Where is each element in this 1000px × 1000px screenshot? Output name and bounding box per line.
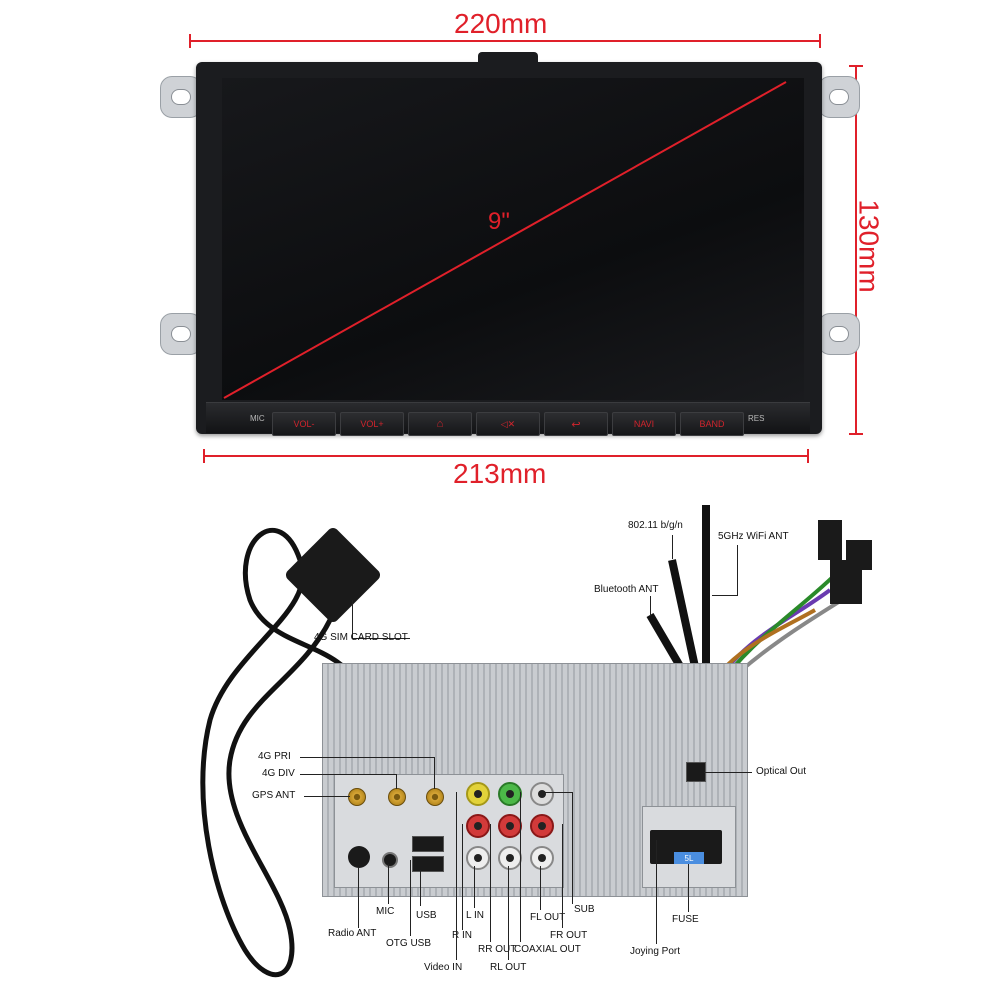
wifi24-pointer [672,535,673,559]
mic-label-rear: MIC [376,906,395,917]
height-tick-bottom [849,433,863,435]
sim-pointer [352,600,353,638]
navi-button[interactable]: NAVI [612,412,676,436]
display-screen[interactable] [222,78,804,400]
pri-pointer-h [300,757,434,758]
optical-pointer [704,772,752,773]
vol-down-button[interactable]: VOL- [272,412,336,436]
video-in-jack[interactable] [466,782,490,806]
height-line [855,66,857,434]
sub-pointer-h [540,792,572,793]
optical-out-port[interactable] [686,762,706,782]
coaxial-out-jack[interactable] [498,782,522,806]
mount-ear-top-left [160,76,202,118]
l-in-jack[interactable] [466,846,490,870]
sub-pointer-v [572,792,573,904]
mic-port[interactable] [382,852,398,868]
mic-label: MIC [250,414,265,423]
width-bottom-label: 213mm [453,458,547,489]
gps-pointer [304,796,350,797]
4g-pri-label: 4G PRI [258,751,291,762]
fuse-pointer [688,864,689,912]
rr-out-label: RR OUT [478,944,517,955]
rl-out-pointer [508,866,509,960]
usb-port[interactable] [412,836,444,852]
joying-pointer [656,840,657,944]
rl-out-label: RL OUT [490,962,527,973]
rr-out-pointer [490,824,491,942]
otg-pointer [410,860,411,936]
otg-usb-port[interactable] [412,856,444,872]
r-in-label: R IN [452,930,472,941]
fl-out-label: FL OUT [530,912,566,923]
width-bottom-tick-left [203,449,205,463]
joying-port-label: Joying Port [630,946,681,957]
sub-label: SUB [574,904,595,915]
width-top-tick-right [819,34,821,48]
video-pointer [456,792,457,960]
fuse-block[interactable]: 5L [674,852,704,864]
io-panel [334,774,564,888]
bluetooth-label: Bluetooth ANT [594,584,659,595]
fl-out-pointer [540,866,541,910]
div-pointer-v [396,774,397,789]
width-top-label: 220mm [454,8,548,39]
bluetooth-pointer [650,596,651,616]
vol-up-button[interactable]: VOL+ [340,412,404,436]
mic-pointer [388,864,389,904]
fuse-label: FUSE [672,914,699,925]
r-in-jack[interactable] [466,814,490,838]
otg-usb-label: OTG USB [386,938,432,949]
coaxial-pointer [520,792,521,942]
usb-label: USB [416,910,437,921]
wifi5-label: 5GHz WiFi ANT [718,531,789,542]
mount-ear-bottom-left [160,313,202,355]
mute-button[interactable]: ◁✕ [476,412,540,436]
mount-ear-bottom-right [818,313,860,355]
band-button[interactable]: BAND [680,412,744,436]
diagonal-label: 9" [488,208,510,235]
coaxial-out-label: COAXIAL OUT [514,944,581,955]
mount-ear-top-right [818,76,860,118]
rl-out-jack[interactable] [498,846,522,870]
height-tick-top [849,65,863,67]
fr-out-pointer [562,824,563,928]
top-notch [478,52,538,64]
width-bottom-line [204,455,808,457]
width-bottom-tick-right [807,449,809,463]
sim-slot-label: 4G SIM CARD SLOT [314,632,408,643]
sub-jack[interactable] [530,782,554,806]
gps-ant-label: GPS ANT [252,790,296,801]
rr-out-jack[interactable] [498,814,522,838]
back-button[interactable]: ↩ [544,412,608,436]
width-top-tick-left [189,34,191,48]
radio-ant-label: Radio ANT [328,928,377,939]
l-in-pointer [474,866,475,908]
video-in-label: Video IN [424,962,463,973]
radio-ant-port[interactable] [348,846,370,868]
optical-out-label: Optical Out [756,766,807,777]
fl-out-jack[interactable] [530,846,554,870]
usb-pointer [420,870,421,906]
4g-div-label: 4G DIV [262,768,295,779]
sim-pointer-h [352,638,410,639]
4g-div-connector[interactable] [388,788,406,806]
home-button[interactable]: ⌂ [408,412,472,436]
res-label: RES [748,414,765,423]
gps-ant-connector[interactable] [348,788,366,806]
4g-pri-connector[interactable] [426,788,444,806]
wifi5-pointer-v [737,545,738,596]
fr-out-jack[interactable] [530,814,554,838]
wifi24-label: 802.11 b/g/n [628,520,683,531]
div-pointer-h [300,774,396,775]
l-in-label: L IN [466,910,484,921]
r-in-pointer [462,824,463,930]
wifi5-pointer-h [712,595,738,596]
fr-out-label: FR OUT [550,930,588,941]
width-top-line [190,40,820,42]
pri-pointer-v [434,757,435,789]
radio-pointer [358,868,359,928]
